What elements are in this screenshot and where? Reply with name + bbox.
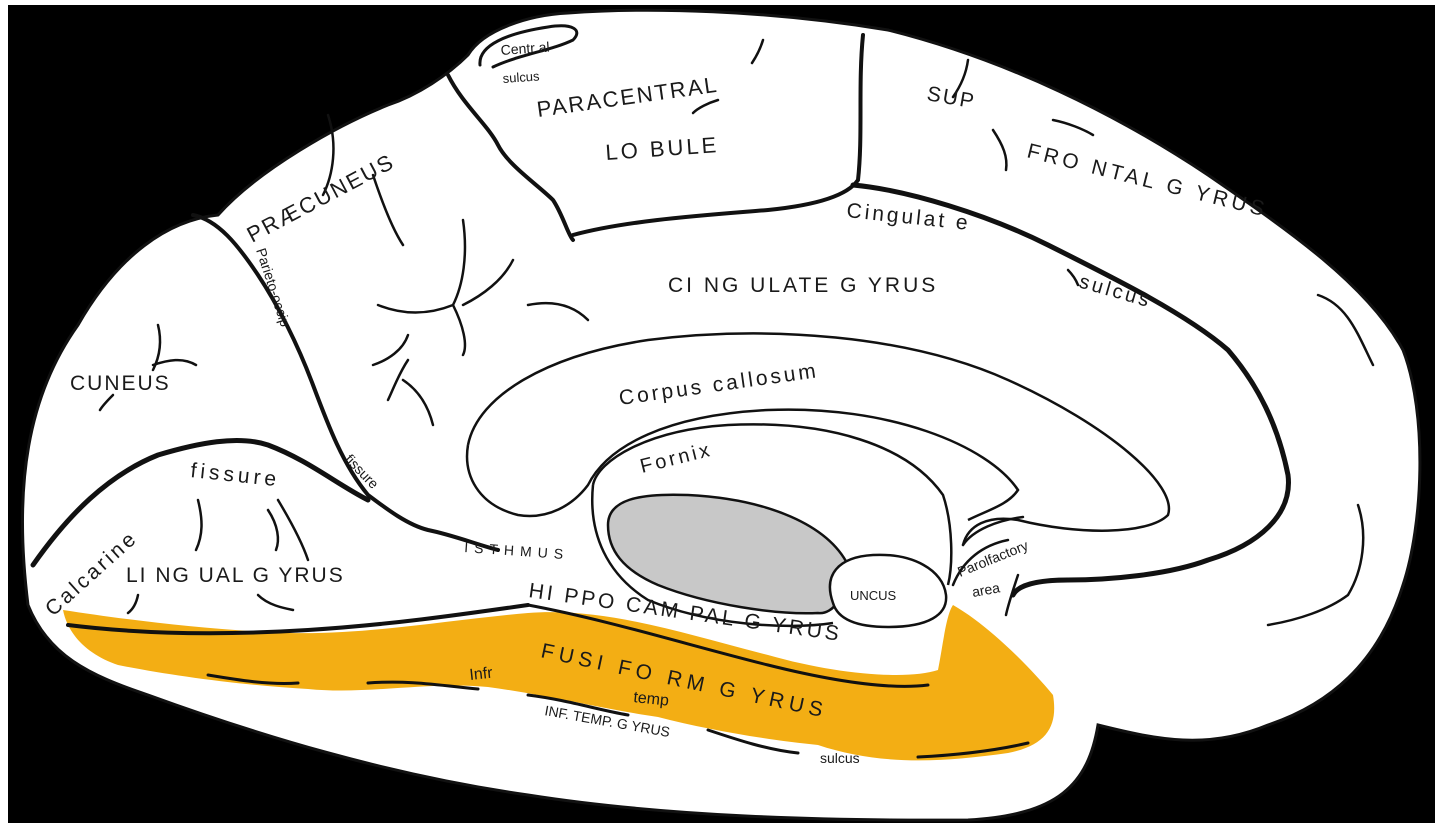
label-cuneus: CUNEUS: [70, 372, 171, 395]
label-lingual-gyrus: LI NG UAL G YRUS: [126, 564, 345, 587]
label-cingulate-gyrus: CI NG ULATE G YRUS: [668, 274, 938, 297]
label-central-sulcus-1: Centr al: [500, 39, 550, 58]
diagram-canvas: Centr al sulcus PARACENTRAL LO BULE SUP …: [8, 5, 1435, 823]
medial-brain-diagram: Centr al sulcus PARACENTRAL LO BULE SUP …: [8, 5, 1435, 823]
label-central-sulcus-2: sulcus: [502, 68, 540, 86]
label-sulcus-bottom: sulcus: [820, 750, 860, 766]
label-uncus: UNCUS: [850, 588, 897, 603]
label-infr: Infr: [469, 665, 494, 684]
